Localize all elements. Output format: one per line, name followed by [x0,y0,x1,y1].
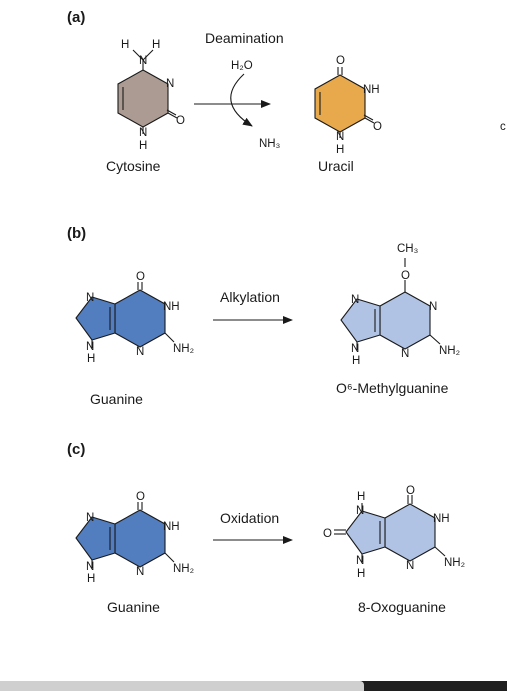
o6mg-n9-h: H [352,355,360,367]
panel-a-label: (a) [67,9,85,26]
uracil-o2: O [373,121,382,133]
o6mg-imidazole [340,298,381,343]
o6mg-pyrimidine [379,291,431,350]
guanine-c-imidazole [75,516,116,561]
oxog-o6: O [406,485,415,497]
guanine-b-imidazole [75,296,116,341]
ring-n3: N [166,78,174,90]
gua-b-n9-h: H [87,353,95,365]
oxidation-label: Oxidation [220,510,279,526]
8-oxoguanine-molecule: O H N O NH N NH₂ N H [323,485,465,580]
water-label: H₂O [231,60,253,72]
amino-h-left: H [121,39,129,51]
panel-c-label: (c) [67,441,85,458]
oxog-nh2: NH₂ [444,557,465,569]
ring-n1: N [139,127,147,139]
gua-c-n9: N [86,561,94,573]
oxog-imidazole [345,510,386,555]
amino-h-right: H [152,39,160,51]
oxog-n7: N [356,505,364,517]
deamination-label: Deamination [205,30,284,46]
gua-c-n3: N [136,566,144,578]
gua-c-o6: O [136,491,145,503]
gua-b-n7: N [86,292,94,304]
gua-b-nh2: NH₂ [173,343,194,355]
edge-letter: c [500,121,506,133]
o6mg-n7: N [351,294,359,306]
guanine-b-pyrimidine [114,289,166,348]
guanine-b-molecule: O N NH N NH₂ N H [75,271,194,365]
uracil-nh: NH [363,84,380,96]
o6mg-n1: N [429,301,437,313]
o6mg-ch3: CH₃ [397,243,419,255]
uracil-o4: O [336,55,345,67]
oxog-n7-h: H [357,491,365,503]
gua-c-n7: N [86,512,94,524]
guanine-c-molecule: O N NH N NH₂ N H [75,491,194,585]
panel-b-label: (b) [67,225,86,242]
cytosine-ring [117,69,169,128]
oxog-pyrimidine [384,503,436,562]
uracil-n1-h: H [336,144,344,156]
amino-n: N [139,55,147,67]
uracil-n1: N [336,131,344,143]
guanine-c-pyrimidine [114,509,166,568]
o6mg-n9: N [351,343,359,355]
gua-b-n3: N [136,346,144,358]
alkylation-label: Alkylation [220,289,280,305]
uracil-molecule: O NH O N H [314,55,382,156]
oxog-n9-h: H [357,568,365,580]
o6mg-n3: N [401,348,409,360]
uracil-name: Uracil [318,158,354,174]
o6-methylguanine-molecule: CH₃ O N N N NH₂ N H [340,243,460,367]
ammonia-label: NH₃ [259,138,281,150]
o6-methylguanine-name: O⁶-Methylguanine [336,380,449,396]
o6mg-nh2: NH₂ [439,345,460,357]
oxog-o8: O [323,528,332,540]
oxog-n3: N [406,560,414,572]
o6mg-o6: O [401,270,410,282]
8-oxoguanine-name: 8-Oxoguanine [358,599,446,615]
gua-c-nh1: NH [163,521,180,533]
guanine-b-name: Guanine [90,391,143,407]
oxog-n9: N [356,555,364,567]
uracil-ring [314,74,366,133]
ring-n1-h: H [139,140,147,152]
gua-b-o6: O [136,271,145,283]
bottom-scrollbar-thumb[interactable] [0,681,364,691]
oxog-nh1: NH [433,513,450,525]
guanine-c-name: Guanine [107,599,160,615]
cytosine-name: Cytosine [106,158,161,174]
cytosine-molecule: N H H N O N H [117,39,185,152]
carbonyl-o: O [176,115,185,127]
gua-b-n9: N [86,341,94,353]
gua-c-nh2: NH₂ [173,563,194,575]
gua-c-n9-h: H [87,573,95,585]
gua-b-nh1: NH [163,301,180,313]
water-curve-arrow [230,73,253,127]
